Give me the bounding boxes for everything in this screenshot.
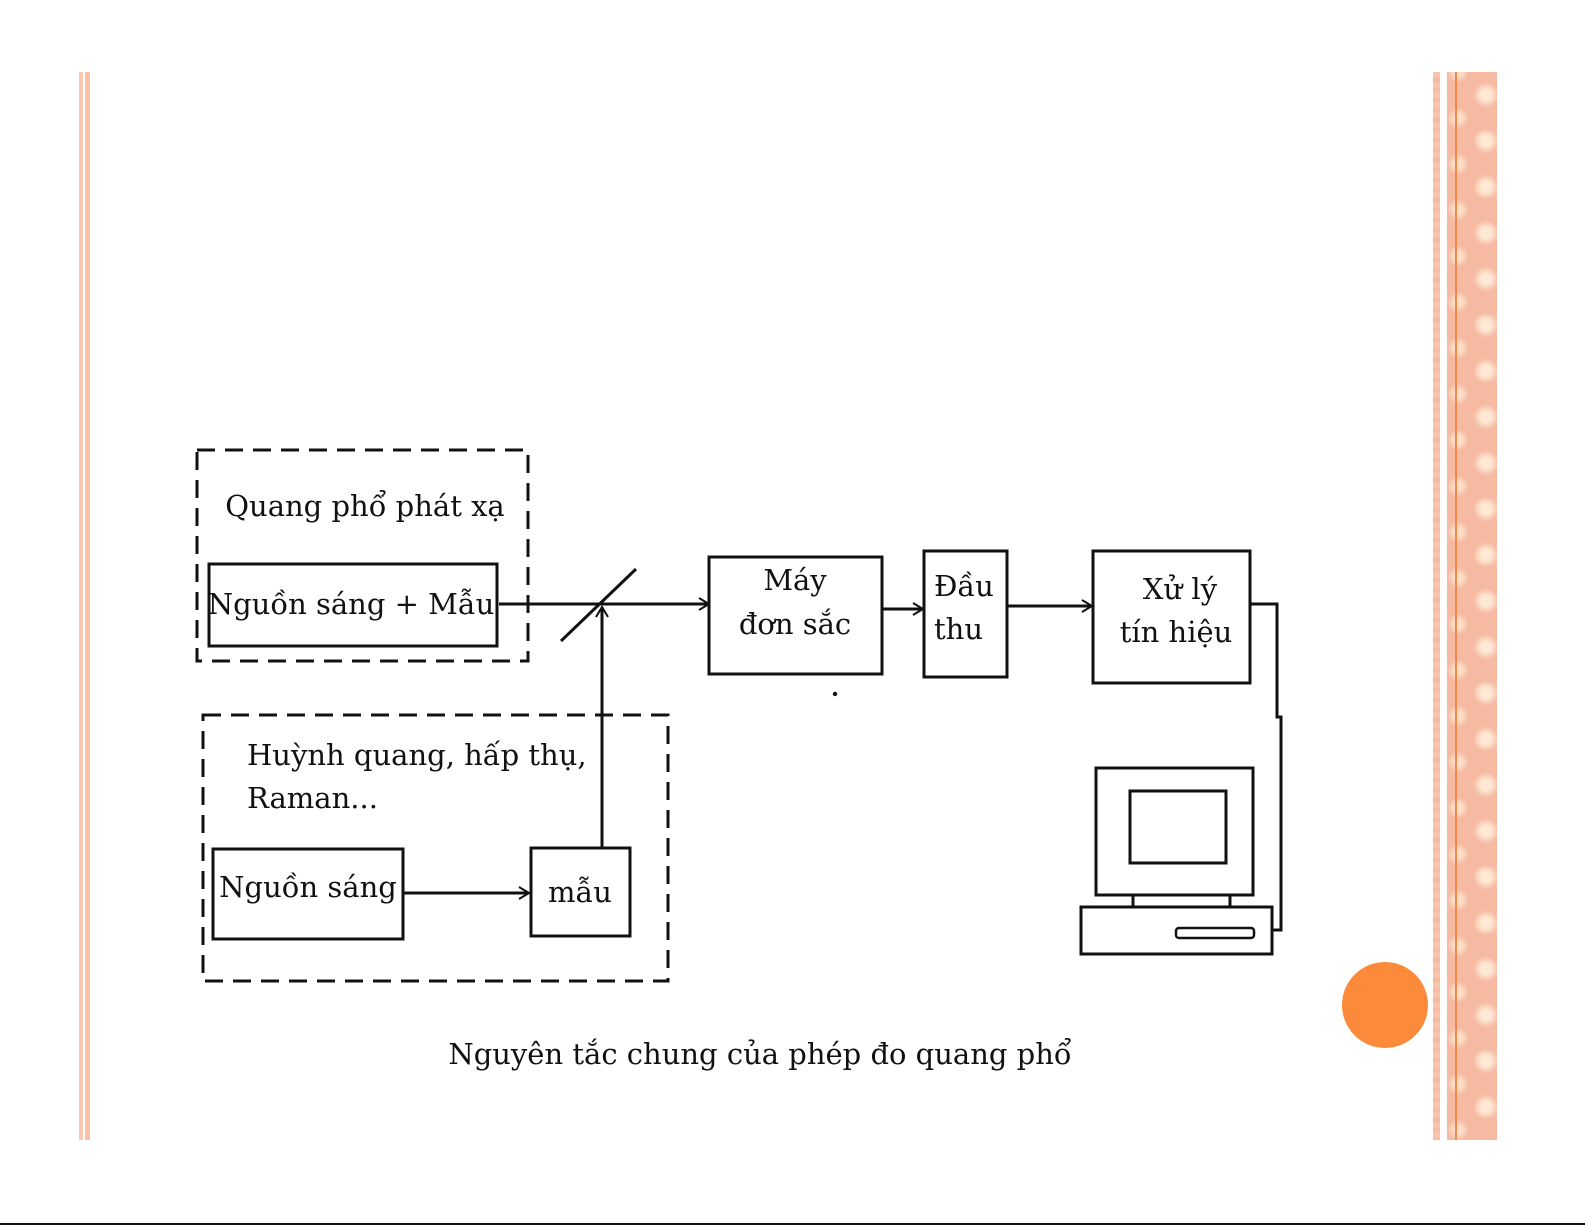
disk-drive-slot: [1174, 926, 1256, 940]
sample-box: [529, 846, 632, 938]
bottom-rule: [0, 1223, 1585, 1225]
stray-dot: [832, 691, 838, 697]
detector-label-line1: Đầu: [934, 569, 994, 603]
monochromator-label-line1: Máy: [763, 563, 827, 597]
mirror-icon: [559, 567, 638, 643]
emission-group: Quang phổ phát xạ Nguồn sáng + Mẫu: [195, 448, 530, 663]
emission-group-dashed-border: [195, 448, 530, 663]
absorption-group-title-line2: Raman...: [247, 781, 378, 815]
monochromator-label-line2: đơn sắc: [739, 607, 851, 641]
computer-icon: [1079, 766, 1274, 956]
signal-processing-box: [1091, 549, 1252, 685]
signal-processing-label-line1: Xử lý: [1143, 572, 1218, 606]
detector-label-line2: thu: [934, 612, 983, 646]
monochromator-box: [707, 555, 884, 676]
signal-processing-label-line2: tín hiệu: [1120, 615, 1233, 649]
left-decorative-stripe-inner: [85, 72, 90, 1140]
absorption-group: Huỳnh quang, hấp thụ, Raman... Nguồn sán…: [201, 713, 670, 983]
source-sample-box: [207, 562, 499, 648]
absorption-group-title-line1: Huỳnh quang, hấp thụ,: [247, 738, 587, 772]
right-decorative-stripe-line: [1455, 72, 1457, 1140]
source-sample-box-label: Nguồn sáng + Mẫu: [208, 587, 495, 621]
cable-to-computer: [1250, 602, 1283, 932]
slide-accent-circle: [1342, 962, 1428, 1048]
right-decorative-stripe-thin: [1433, 72, 1440, 1140]
light-source-box: [211, 847, 405, 941]
computer-screen: [1128, 789, 1228, 865]
emission-group-title: Quang phổ phát xạ: [225, 488, 504, 523]
light-source-box-label: Nguồn sáng: [219, 870, 397, 904]
left-decorative-stripe: [79, 72, 83, 1140]
absorption-group-dashed-border: [201, 713, 670, 983]
sample-box-label: mẫu: [548, 875, 612, 909]
detector-box: [922, 549, 1009, 679]
diagram-caption: Nguyên tắc chung của phép đo quang phổ: [448, 1036, 1071, 1071]
